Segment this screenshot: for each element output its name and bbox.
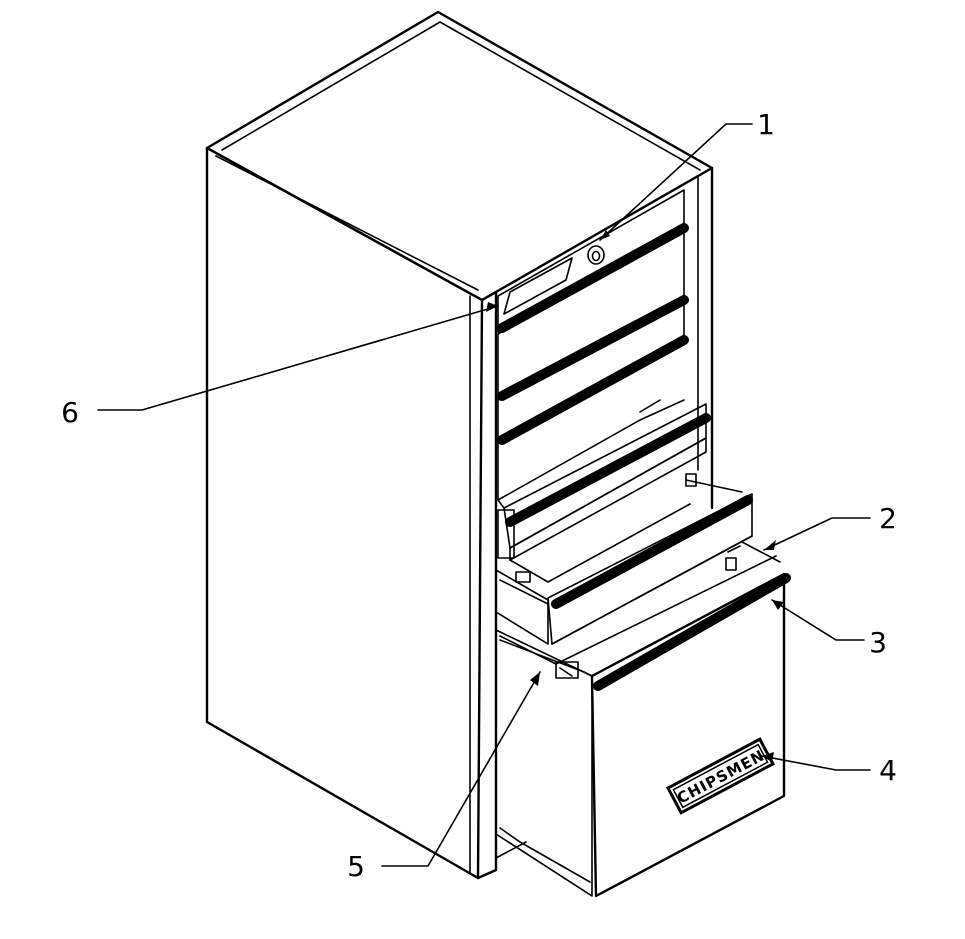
third-drawer-handle [497, 335, 689, 445]
leader-4 [761, 755, 871, 771]
callout-6: 6 [61, 396, 79, 429]
callout-labels: 1 2 3 4 5 6 [61, 108, 897, 883]
leader-5 [381, 671, 541, 867]
callout-2: 2 [879, 502, 897, 535]
callout-5: 5 [347, 850, 365, 883]
leader-1 [599, 123, 753, 241]
label-plate [503, 257, 573, 315]
middle-open-handle [551, 495, 753, 609]
bottom-drawer-handle [593, 573, 791, 691]
open-drawer-upper [497, 399, 711, 561]
cabinet-side [205, 146, 484, 880]
slide-rail [555, 661, 579, 679]
lock [587, 245, 605, 265]
leader-2 [763, 517, 871, 551]
bottom-drawer-front [590, 572, 786, 898]
brand-badge: CHIPSMEN [665, 737, 776, 815]
leader-3 [771, 599, 865, 641]
cabinet-body [205, 10, 714, 880]
callout-1: 1 [757, 108, 775, 141]
callout-3: 3 [869, 626, 887, 659]
callout-4: 4 [879, 754, 897, 787]
open-drawer-middle [495, 473, 753, 645]
leader-lines [97, 123, 871, 867]
closed-drawers [497, 189, 689, 501]
upper-open-handle [505, 413, 711, 527]
leader-6 [97, 305, 499, 411]
